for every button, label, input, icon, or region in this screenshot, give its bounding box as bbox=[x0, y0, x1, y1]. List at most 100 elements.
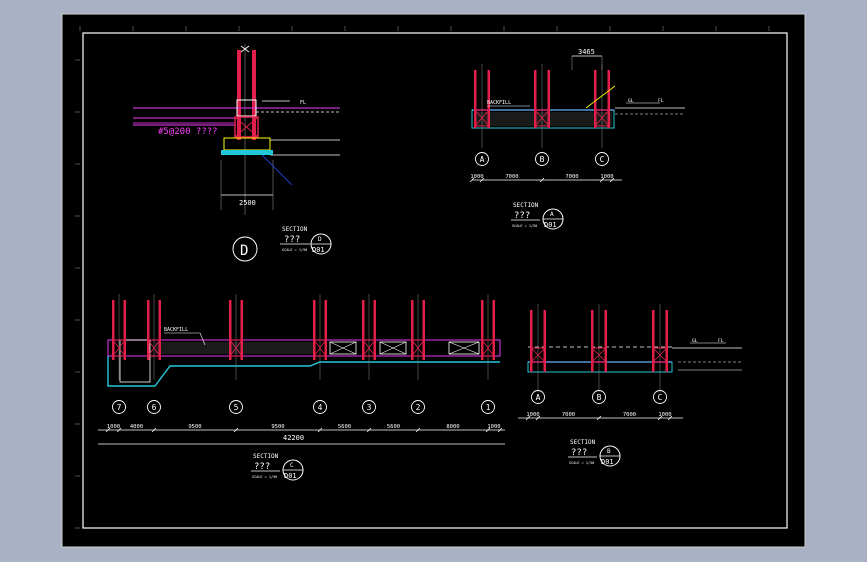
column-line bbox=[492, 300, 495, 360]
detail-d-title: SECTION bbox=[282, 226, 308, 233]
column-line bbox=[373, 300, 376, 360]
dim-tick bbox=[317, 427, 323, 433]
section-c-scale: SCALE = 1/50 bbox=[252, 475, 277, 479]
dim-tick bbox=[151, 427, 157, 433]
detail-d-ref-bottom: D01 bbox=[312, 246, 325, 254]
duct-panel bbox=[379, 341, 407, 355]
axis-bubble bbox=[592, 390, 606, 404]
column-line bbox=[474, 70, 477, 128]
column-line bbox=[123, 300, 126, 360]
column-line bbox=[112, 300, 115, 360]
axis-bubble bbox=[112, 400, 126, 414]
dimension-label: 8000 bbox=[446, 424, 459, 430]
axis-label: A bbox=[536, 393, 541, 402]
dim-tick bbox=[596, 415, 602, 421]
column-line bbox=[158, 300, 161, 360]
axis-bubble bbox=[362, 400, 376, 414]
column-line bbox=[591, 310, 594, 372]
dimension-label: 7000 bbox=[562, 412, 575, 418]
dimension-label: 1000 bbox=[107, 424, 120, 430]
dim-tick bbox=[525, 415, 531, 421]
sheet-edge-ticks bbox=[75, 26, 770, 529]
column-line bbox=[604, 310, 607, 372]
rebar-note: #5@200 ???? bbox=[158, 127, 218, 137]
axis-label: B bbox=[597, 393, 602, 402]
dim-tick bbox=[105, 427, 111, 433]
column-line bbox=[607, 70, 610, 128]
axis-bubble bbox=[653, 390, 667, 404]
column-line bbox=[422, 300, 425, 360]
detail-d-dimension: 2500 bbox=[239, 199, 256, 207]
section-b-subtitle: ??? bbox=[571, 448, 587, 458]
dimension-label: 7000 bbox=[505, 174, 518, 180]
dimension-label: 7000 bbox=[565, 174, 578, 180]
axis-bubble bbox=[229, 400, 243, 414]
dim-tick bbox=[535, 415, 541, 421]
section-a-ref-bottom: D01 bbox=[544, 221, 557, 229]
section-b-gl-label: GL bbox=[692, 338, 698, 344]
axis-label: 1 bbox=[486, 403, 491, 412]
detail-d-subtitle: ??? bbox=[284, 235, 300, 245]
dimension-label: 1000 bbox=[600, 174, 613, 180]
axis-label: 7 bbox=[117, 403, 122, 412]
section-c-ref-top: C bbox=[290, 462, 294, 469]
section-c-backfill-label: BACKFILL bbox=[164, 327, 188, 333]
section-c-title: SECTION bbox=[253, 453, 279, 460]
axis-label: 5 bbox=[234, 403, 239, 412]
section-b-scale: SCALE = 1/50 bbox=[569, 461, 594, 465]
section-a-ref-top: A bbox=[550, 211, 554, 218]
section-b-ref-top: B bbox=[607, 448, 611, 455]
section-a-gl-label: GL bbox=[628, 98, 634, 104]
section-c-ref-bottom: D01 bbox=[284, 472, 297, 480]
dim-tick bbox=[539, 177, 545, 183]
axis-label: B bbox=[540, 155, 545, 164]
axis-bubble bbox=[531, 390, 545, 404]
axis-label: A bbox=[480, 155, 485, 164]
dimension-label: 9500 bbox=[271, 424, 284, 430]
column-line bbox=[530, 310, 533, 372]
dim-tick bbox=[497, 427, 503, 433]
dim-tick bbox=[657, 415, 663, 421]
column-line bbox=[665, 310, 668, 372]
dim-tick bbox=[485, 427, 491, 433]
section-a-subtitle: ??? bbox=[514, 211, 530, 221]
column-line bbox=[411, 300, 414, 360]
column-line bbox=[362, 300, 365, 360]
dimension-label: 1000 bbox=[487, 424, 500, 430]
section-a-fl-label: FL bbox=[658, 98, 664, 104]
column-line bbox=[547, 70, 550, 128]
duct-panel bbox=[448, 341, 480, 355]
axis-bubble bbox=[535, 152, 549, 166]
column-line bbox=[324, 300, 327, 360]
column-line bbox=[534, 70, 537, 128]
dimension-label: 9500 bbox=[188, 424, 201, 430]
detail-d[interactable]: FL #5@200 ???? 2500 D SECTION ??? SCALE … bbox=[133, 44, 340, 262]
detail-d-scale: SCALE = 1/50 bbox=[282, 248, 307, 252]
dim-tick bbox=[667, 415, 673, 421]
axis-bubble bbox=[481, 400, 495, 414]
column-line bbox=[240, 300, 243, 360]
dimension-label: 1000 bbox=[658, 412, 671, 418]
sheet-inner-border bbox=[82, 32, 788, 529]
dimension-label: 5600 bbox=[387, 424, 400, 430]
dimension-label: 7000 bbox=[623, 412, 636, 418]
section-c-subtitle: ??? bbox=[254, 462, 270, 472]
column-line bbox=[313, 300, 316, 360]
axis-label: C bbox=[600, 155, 605, 164]
column-line bbox=[487, 70, 490, 128]
axis-label: C bbox=[658, 393, 663, 402]
section-a-top-dimension: 3465 bbox=[578, 48, 595, 56]
dim-tick bbox=[116, 427, 122, 433]
section-b-fl-label: FL bbox=[718, 338, 724, 344]
sheet-outer-border bbox=[61, 13, 806, 548]
section-c-total-dimension: 42200 bbox=[283, 434, 304, 442]
drawing-sheet bbox=[62, 14, 805, 547]
section-a-backfill-label: BACKFILL bbox=[487, 100, 511, 106]
dim-tick bbox=[609, 177, 615, 183]
column-line bbox=[594, 70, 597, 128]
axis-bubble bbox=[411, 400, 425, 414]
